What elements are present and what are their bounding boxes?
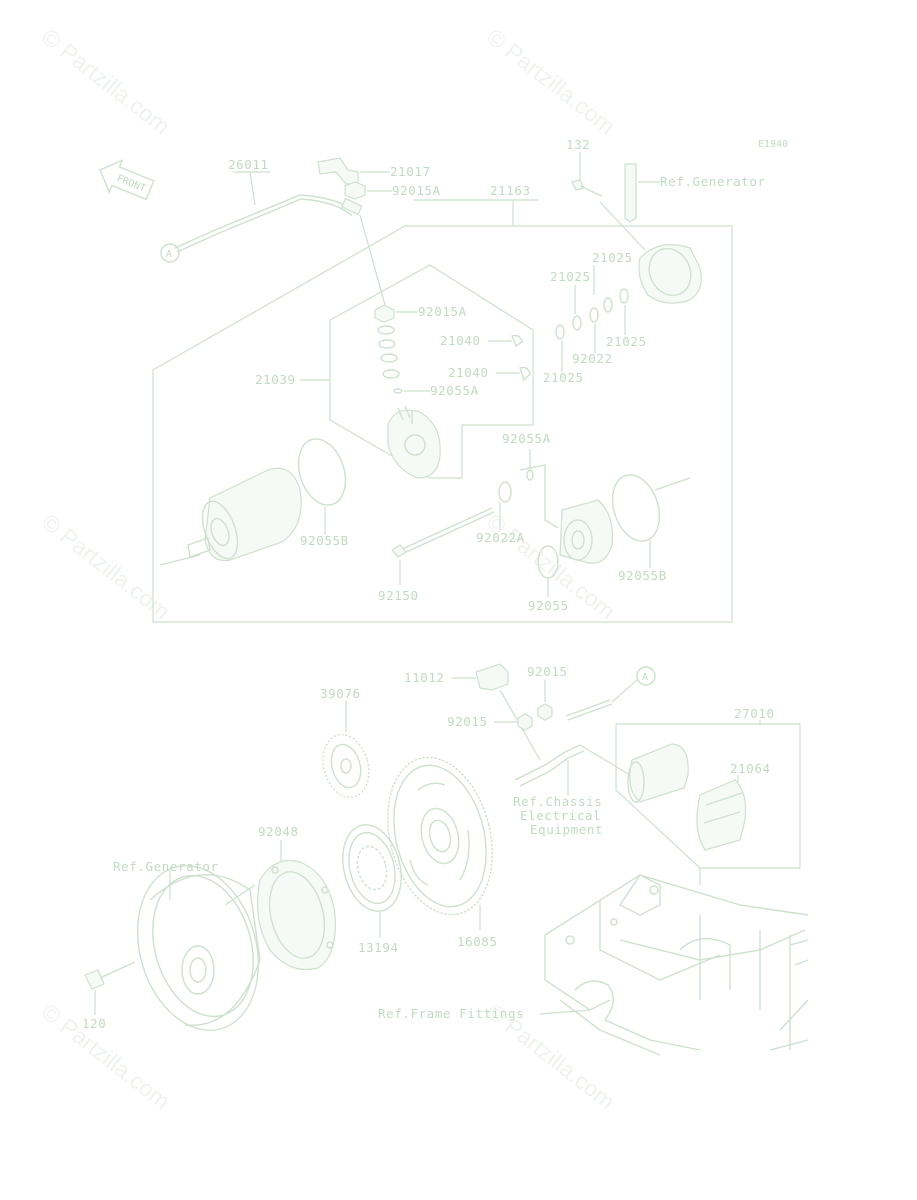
callout-27010: 27010: [734, 706, 775, 721]
callout-92015-b: 92015: [447, 714, 488, 729]
marker-a-top: [160, 243, 180, 263]
ref-chassis-line1: Ref.Chassis: [513, 794, 602, 809]
callout-132: 132: [566, 137, 590, 152]
assembly-outline-21039: [329, 264, 534, 479]
marker-a-bottom: [636, 666, 656, 686]
callout-21040-a: 21040: [440, 333, 481, 348]
callout-92055: 92055: [528, 598, 569, 613]
callout-21017: 21017: [390, 164, 431, 179]
generator-rotor: [136, 864, 261, 1032]
callout-13194: 13194: [358, 940, 399, 955]
ref-generator-bottom: Ref.Generator: [113, 859, 219, 874]
callout-26011: 26011: [228, 157, 269, 172]
callout-39076: 39076: [320, 686, 361, 701]
callout-92015A-mid: 92015A: [418, 304, 467, 319]
callout-16085: 16085: [457, 934, 498, 949]
callout-92015A-top: 92015A: [392, 183, 441, 198]
one-way-clutch: [342, 824, 402, 912]
callout-92022A: 92022A: [476, 530, 525, 545]
callout-21025-a: 21025: [592, 250, 633, 265]
frame-fittings: [544, 874, 809, 1056]
callout-92022: 92022: [572, 351, 613, 366]
brush-plate: [387, 409, 441, 479]
starter-yoke: [159, 467, 302, 566]
callout-92055B-b: 92055B: [618, 568, 667, 583]
diagram-code: E1940: [758, 139, 788, 150]
starter-ring-gear: [387, 756, 493, 916]
callout-92055B-a: 92055B: [300, 533, 349, 548]
assembly-outline-27010: [615, 723, 801, 869]
ref-chassis-line3: Equipment: [530, 822, 603, 837]
gasket: [256, 859, 336, 971]
callout-92055A-a: 92055A: [430, 383, 479, 398]
callout-92048: 92048: [258, 824, 299, 839]
callout-21025-d: 21025: [543, 370, 584, 385]
watermark: © Partzilla.com: [37, 508, 175, 624]
callout-21064: 21064: [730, 761, 771, 776]
callout-92055A-b: 92055A: [502, 431, 551, 446]
callout-21039: 21039: [255, 372, 296, 387]
svg-text:A: A: [642, 672, 648, 683]
ref-generator-top: Ref.Generator: [660, 174, 766, 189]
svg-text:A: A: [166, 249, 172, 260]
ref-chassis-line2: Electrical: [520, 808, 601, 823]
callout-11012: 11012: [404, 670, 445, 685]
callout-92015-a: 92015: [527, 664, 568, 679]
callout-21040-b: 21040: [448, 365, 489, 380]
ref-frame-fittings: Ref.Frame Fittings: [378, 1006, 524, 1021]
watermark: © Partzilla.com: [37, 23, 175, 139]
end-bracket: [638, 244, 702, 304]
callout-21163: 21163: [490, 183, 531, 198]
front-bracket: [519, 464, 614, 564]
callout-92150: 92150: [378, 588, 419, 603]
callout-21025-c: 21025: [606, 334, 647, 349]
idle-gear: [322, 733, 370, 799]
front-arrow-icon: FRONT: [99, 159, 155, 201]
watermark: © Partzilla.com: [482, 23, 620, 139]
assembly-outline-21163: [152, 225, 733, 623]
callout-21025-b: 21025: [550, 269, 591, 284]
callout-120: 120: [82, 1016, 106, 1031]
